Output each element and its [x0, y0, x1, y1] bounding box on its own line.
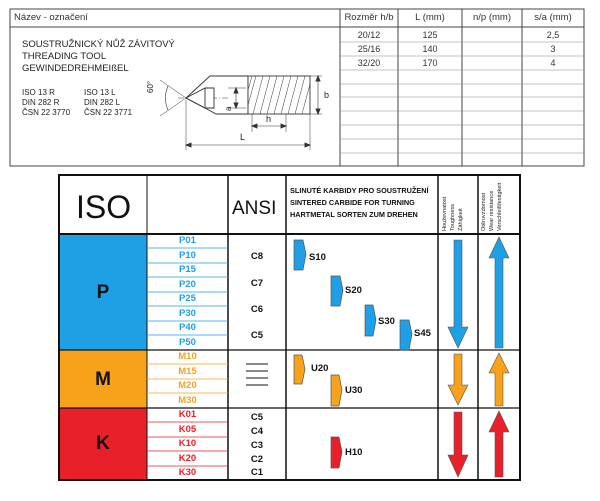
p-grade-list: P01 P10 P15 P20 P25 P30 P40 P50 [147, 234, 228, 350]
std-left-iso: ISO 13 L [84, 88, 116, 97]
group-m-block [59, 350, 147, 408]
zone-h10-label: H10 [345, 447, 363, 458]
group-k-block [59, 408, 147, 480]
ansi-k-c2: C2 [250, 454, 264, 465]
std-left-csn: ČSN 22 3771 [84, 108, 133, 117]
grade-m20: M20 [178, 380, 197, 391]
grade-m15: M15 [178, 365, 197, 377]
grade-p30: P30 [179, 307, 196, 319]
wear-label-de: Verschleißfestigkeit [497, 182, 503, 231]
row-1-sa: 2,5 [546, 30, 560, 40]
toughness-label-de: Zähigkeit [458, 208, 464, 231]
zone-s30-label: S30 [378, 316, 395, 327]
wear-resistance-arrows [488, 236, 510, 478]
size-header: Rozměr h/b [344, 12, 394, 23]
row-3-length: 170 [422, 58, 438, 68]
dim-b-label: b [324, 90, 330, 100]
ansi-k-c5: C5 [250, 412, 264, 423]
zone-s45-shape [399, 319, 413, 351]
length-header: L (mm) [415, 12, 445, 23]
iso-header: ISO [76, 189, 132, 225]
ansi-c8: C8 [250, 251, 264, 262]
row-2-length: 140 [422, 44, 438, 54]
zone-s20-label: S20 [345, 285, 362, 296]
tool-title-en: THREADING TOOL [22, 51, 107, 62]
std-right-iso: ISO 13 R [22, 88, 55, 97]
toughness-label-en: Toughness [450, 203, 456, 231]
zone-h10-shape [330, 436, 343, 469]
row-1-size: 20/12 [357, 30, 381, 40]
grade-p25: P25 [179, 293, 196, 304]
ansi-k-c3: C3 [250, 440, 264, 451]
group-p-letter: P [96, 282, 110, 303]
wear-label-cs: Otěruvzdornost [481, 192, 487, 231]
zone-s10-label: S10 [309, 252, 326, 263]
dim-L-label: L [240, 132, 246, 142]
ansi-k-c4: C4 [250, 426, 264, 437]
grade-k05: K05 [178, 423, 197, 435]
std-left-din: DIN 282 L [84, 98, 121, 107]
tool-title-cs: SOUSTRUŽNICKÝ NŮŽ ZÁVITOVÝ [22, 39, 175, 50]
ansi-c5: C5 [250, 330, 264, 341]
zone-u30-shape [330, 374, 343, 407]
grade-p15: P15 [179, 264, 196, 275]
threading-tool-drawing [159, 74, 322, 150]
name-header: Název - označení [14, 12, 88, 23]
toughness-arrows [447, 239, 469, 478]
carbide-header-cs: SLINUTÉ KARBIDY PRO SOUSTRUŽENÍ [290, 186, 429, 195]
toughness-label-cs: Houževnatost [442, 196, 448, 231]
tool-title-de: GEWINDEDREHMEIßEL [22, 63, 129, 74]
zone-s10-shape [293, 239, 307, 271]
ansi-m-dashes [246, 363, 268, 386]
zone-u30-label: U30 [345, 385, 363, 396]
grade-k20: K20 [178, 452, 197, 464]
np-header: n/p (mm) [473, 12, 511, 23]
grade-p01: P01 [179, 235, 196, 246]
spec-table-grid [9, 8, 585, 167]
row-1-length: 125 [422, 30, 438, 40]
zone-s20-shape [330, 275, 344, 307]
grade-k30: K30 [178, 467, 197, 478]
carbide-header-en: SINTERED CARBIDE FOR TURNING [290, 198, 415, 207]
group-p-block [59, 234, 147, 350]
group-k-letter: K [96, 433, 110, 454]
ansi-c6: C6 [250, 304, 264, 315]
grade-p10: P10 [179, 249, 196, 261]
zone-u20-shape [293, 354, 306, 385]
grade-p40: P40 [179, 322, 196, 333]
grade-p20: P20 [179, 278, 196, 290]
std-right-csn: ČSN 22 3770 [22, 108, 71, 117]
std-right-din: DIN 282 R [22, 98, 60, 107]
k-grade-list: K01 K05 K10 K20 K30 [147, 408, 228, 481]
sa-header: s/a (mm) [534, 12, 572, 23]
wear-label-en: Wear resistance [489, 190, 495, 231]
row-3-size: 32/20 [357, 58, 381, 68]
m-grade-list: M10 M15 M20 M30 [147, 350, 228, 408]
dim-h-label: h [266, 114, 272, 124]
row-2-sa: 3 [550, 44, 556, 54]
ansi-k-c1: C1 [250, 467, 264, 478]
zone-s45-label: S45 [414, 328, 431, 339]
zone-u20-label: U20 [311, 363, 329, 374]
ansi-c7: C7 [250, 278, 264, 289]
grade-m30: M30 [178, 394, 197, 406]
zone-s30-shape [364, 304, 377, 337]
grade-p50: P50 [179, 336, 196, 348]
carbide-header-de: HARTMETAL SORTEN ZUM DREHEN [290, 210, 418, 219]
grade-k01: K01 [178, 409, 197, 420]
ansi-header: ANSI [232, 198, 277, 219]
row-3-sa: 4 [550, 58, 556, 68]
grade-m10: M10 [178, 351, 197, 362]
grade-k10: K10 [178, 438, 197, 449]
group-m-letter: M [95, 369, 111, 390]
row-2-size: 25/16 [357, 44, 381, 54]
